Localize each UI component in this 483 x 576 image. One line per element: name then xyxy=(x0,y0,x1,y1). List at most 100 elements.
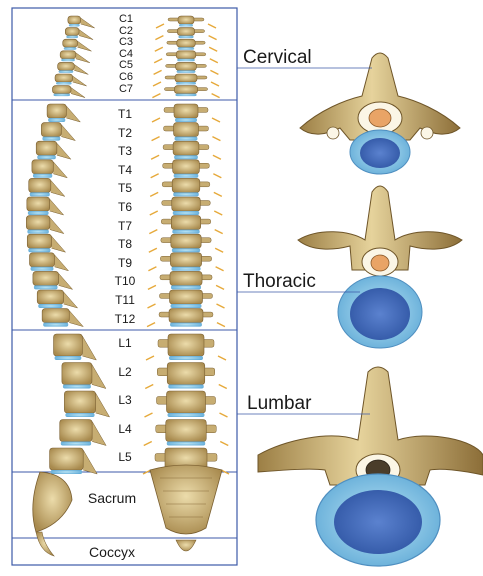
front-vertebral-body xyxy=(171,216,200,230)
front-disc xyxy=(178,36,193,39)
side-spinous-process xyxy=(81,18,95,28)
side-spinous-process xyxy=(57,143,71,159)
front-vertebral-body xyxy=(169,309,203,323)
side-spinous-process xyxy=(92,365,106,389)
side-vertebral-body xyxy=(29,178,51,192)
thoracic-vertebra-cross-section xyxy=(298,186,462,348)
nerve-root xyxy=(150,192,158,196)
side-disc xyxy=(28,248,50,252)
side-vertebral-body xyxy=(26,216,50,230)
front-vertebral-body xyxy=(178,16,194,24)
nerve-root xyxy=(220,413,228,417)
side-spinous-process xyxy=(96,393,110,417)
side-vertebral-body xyxy=(32,160,53,174)
side-spinous-process xyxy=(50,199,64,215)
side-disc xyxy=(48,118,65,122)
front-disc xyxy=(169,356,203,360)
side-vertebral-body xyxy=(52,86,71,94)
nerve-root xyxy=(219,385,227,389)
nerve-root xyxy=(153,82,161,86)
front-disc xyxy=(173,211,200,215)
side-disc xyxy=(27,230,49,234)
front-vertebral-body xyxy=(167,391,206,413)
front-disc xyxy=(170,323,202,327)
side-disc xyxy=(31,267,54,271)
side-vertebral-body xyxy=(60,420,92,442)
cervical-heading: Cervical xyxy=(243,48,312,67)
front-disc xyxy=(171,285,201,289)
nerve-root xyxy=(152,94,160,98)
nerve-root xyxy=(213,155,221,159)
nerve-root xyxy=(145,413,153,417)
side-disc xyxy=(34,285,58,289)
side-spinous-process xyxy=(74,64,88,74)
vertebra-label-c3: C3 xyxy=(119,37,133,48)
front-disc xyxy=(178,47,194,50)
nerve-root xyxy=(220,442,228,446)
side-spinous-process xyxy=(76,53,90,63)
side-vertebral-body xyxy=(62,363,92,385)
nerve-root xyxy=(208,24,216,28)
nerve-root xyxy=(213,174,221,178)
front-sacrum xyxy=(150,465,222,534)
side-vertebral-body xyxy=(64,391,95,413)
nerve-root xyxy=(216,267,224,271)
nerve-root xyxy=(216,285,224,289)
vertebra-label-c5: C5 xyxy=(119,60,133,71)
front-vertebral-body xyxy=(173,141,199,155)
side-disc xyxy=(38,304,62,308)
side-disc xyxy=(51,470,83,474)
vertebra-label-t10: T10 xyxy=(115,275,136,287)
nerve-root xyxy=(209,47,217,51)
nerve-root xyxy=(147,323,155,327)
side-disc xyxy=(43,323,68,327)
side-vertebral-body xyxy=(60,51,76,59)
front-vertebral-body xyxy=(171,234,201,248)
side-spinous-process xyxy=(59,273,73,289)
front-vertebral-body xyxy=(176,62,197,70)
side-vertebral-body xyxy=(27,197,50,211)
front-vertebral-body xyxy=(170,253,201,267)
front-vertebral-body xyxy=(177,28,194,36)
vertebra-label-t1: T1 xyxy=(118,108,132,120)
front-vertebral-body xyxy=(175,74,197,82)
side-spinous-process xyxy=(71,88,85,98)
nerve-root xyxy=(152,137,160,141)
side-disc xyxy=(28,211,49,215)
nerve-root xyxy=(152,118,160,122)
front-disc xyxy=(175,118,197,122)
front-disc xyxy=(172,248,200,252)
front-disc xyxy=(177,70,196,73)
nerve-root xyxy=(218,356,226,360)
side-spinous-process xyxy=(64,292,78,308)
front-disc xyxy=(172,230,199,234)
side-disc xyxy=(61,59,75,62)
vertebra-label-t7: T7 xyxy=(118,220,132,232)
nerve-root xyxy=(150,211,158,215)
side-spinous-process xyxy=(79,30,93,40)
sacrum-label: Sacrum xyxy=(88,491,136,505)
nerve-root xyxy=(212,137,220,141)
nerve-root xyxy=(214,211,222,215)
side-disc xyxy=(37,155,56,159)
nerve-root xyxy=(212,94,220,98)
vertebra-label-t11: T11 xyxy=(115,294,135,306)
lumbar-heading: Lumbar xyxy=(247,394,311,413)
vertebra-label-t2: T2 xyxy=(118,127,132,139)
side-disc xyxy=(65,413,94,417)
front-coccyx xyxy=(176,540,196,551)
vertebra-label-t12: T12 xyxy=(115,313,136,325)
side-spinous-process xyxy=(73,76,87,86)
side-spinous-process xyxy=(69,311,83,327)
side-spinous-process xyxy=(61,125,75,141)
nerve-root xyxy=(154,70,162,74)
front-disc xyxy=(176,82,196,85)
side-vertebral-body xyxy=(27,234,51,248)
front-vertebral-body xyxy=(174,86,197,94)
nerve-root xyxy=(148,267,156,271)
vertebra-label-l1: L1 xyxy=(118,337,131,349)
front-disc xyxy=(177,59,195,62)
front-vertebral-body xyxy=(170,271,202,285)
side-disc xyxy=(63,385,91,389)
